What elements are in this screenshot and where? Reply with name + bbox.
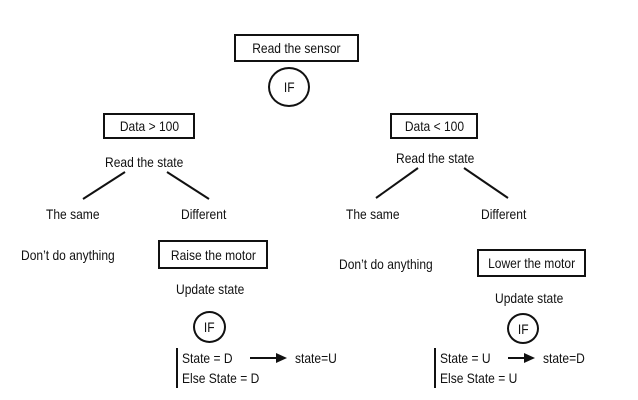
right-no-action-label: Don’t do anything [339, 256, 433, 272]
right-rule-1-after: state=D [543, 350, 585, 366]
left-rule-1-after: state=U [295, 350, 337, 366]
left-read-state: Read the state [105, 154, 184, 170]
read-sensor-box: Read the sensor [234, 34, 359, 62]
right-if-node: IF [507, 313, 539, 344]
left-action-label: Raise the motor [170, 246, 256, 263]
right-action-label: Lower the motor [487, 255, 575, 271]
left-same-label: The same [46, 206, 100, 222]
right-rule-1-before: State = U [440, 350, 491, 366]
left-rule-block: State = D state=U Else State = D [176, 348, 342, 388]
left-update-state: Update state [176, 281, 245, 297]
right-update-state: Update state [495, 290, 564, 306]
left-rule-arrow-head [276, 353, 287, 363]
right-if-label: IF [517, 320, 529, 337]
left-action-box: Raise the motor [158, 240, 268, 269]
right-rule-row-1: State = U state=D [440, 348, 605, 368]
right-rule-2: Else State = U [440, 370, 518, 386]
right-rule-block: State = U state=D Else State = U [434, 348, 605, 388]
right-action-box: Lower the motor [477, 249, 586, 277]
left-no-action-label: Don’t do anything [21, 247, 115, 263]
top-if-node: IF [268, 67, 310, 107]
left-rule-1-before: State = D [182, 350, 233, 366]
right-rule-row-2: Else State = U [440, 368, 605, 388]
right-condition-box: Data < 100 [390, 113, 478, 139]
right-branch-different-line [463, 167, 509, 199]
left-rule-2: Else State = D [182, 370, 260, 386]
left-if-node: IF [193, 311, 226, 343]
left-rule-row-2: Else State = D [182, 368, 342, 388]
right-condition-label: Data < 100 [404, 118, 464, 134]
left-rule-row-1: State = D state=U [182, 348, 342, 368]
left-condition-label: Data > 100 [119, 118, 179, 134]
right-same-label: The same [346, 206, 400, 222]
left-different-label: Different [181, 206, 227, 222]
right-read-state: Read the state [396, 150, 475, 166]
left-branch-same-line [82, 171, 126, 200]
left-branch-different-line [166, 171, 210, 200]
right-different-label: Different [481, 206, 527, 222]
right-branch-same-line [375, 167, 419, 199]
read-sensor-label: Read the sensor [252, 40, 341, 56]
top-if-label: IF [283, 79, 295, 95]
right-rule-arrow-head [524, 353, 535, 363]
left-if-label: IF [204, 319, 215, 335]
left-condition-box: Data > 100 [103, 113, 195, 139]
